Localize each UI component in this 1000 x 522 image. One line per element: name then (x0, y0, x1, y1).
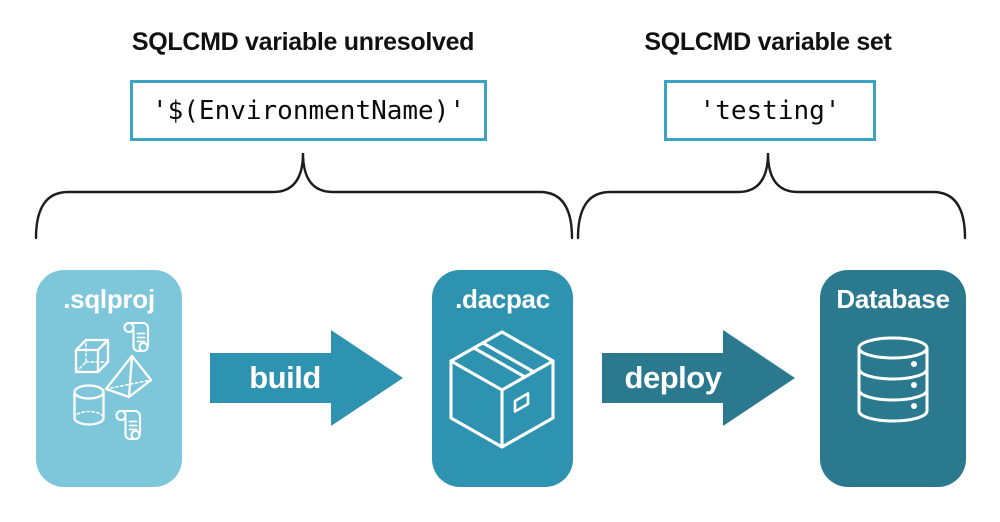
node-label-sqlproj: .sqlproj (63, 284, 155, 314)
deploy-arrow-icon (602, 330, 795, 426)
arrow-label-deploy: deploy (624, 360, 722, 395)
node-sqlproj: .sqlproj (36, 270, 182, 487)
sql-objects-icon (73, 321, 153, 441)
node-database: Database (820, 270, 966, 487)
codebox-environment-variable: '$(EnvironmentName)' (130, 80, 487, 141)
right-curly-brace-icon (576, 152, 967, 240)
deploy-arrow-shape (602, 330, 795, 426)
pyramid-icon (104, 354, 153, 399)
codebox-resolved-value: 'testing' (664, 80, 876, 141)
left-curly-brace-icon (34, 152, 574, 240)
node-label-database: Database (836, 284, 950, 314)
cube-icon (74, 338, 110, 374)
arrow-label-build: build (249, 360, 321, 395)
node-dacpac: .dacpac (432, 270, 573, 487)
build-arrow-icon (210, 330, 403, 426)
code-value-resolved: 'testing' (699, 95, 841, 126)
database-cylinder-icon (857, 336, 929, 423)
braces-layer (34, 152, 967, 240)
heading-sqlcmd-unresolved: SQLCMD variable unresolved (131, 28, 475, 56)
package-box-icon (449, 330, 555, 449)
node-label-dacpac: .dacpac (455, 284, 550, 314)
build-arrow-shape (210, 330, 403, 426)
cylinder-icon (73, 384, 105, 426)
scroll-icon (123, 321, 150, 353)
code-value-unresolved: '$(EnvironmentName)' (151, 95, 466, 126)
scroll-icon (115, 409, 142, 441)
heading-sqlcmd-set: SQLCMD variable set (644, 28, 892, 56)
